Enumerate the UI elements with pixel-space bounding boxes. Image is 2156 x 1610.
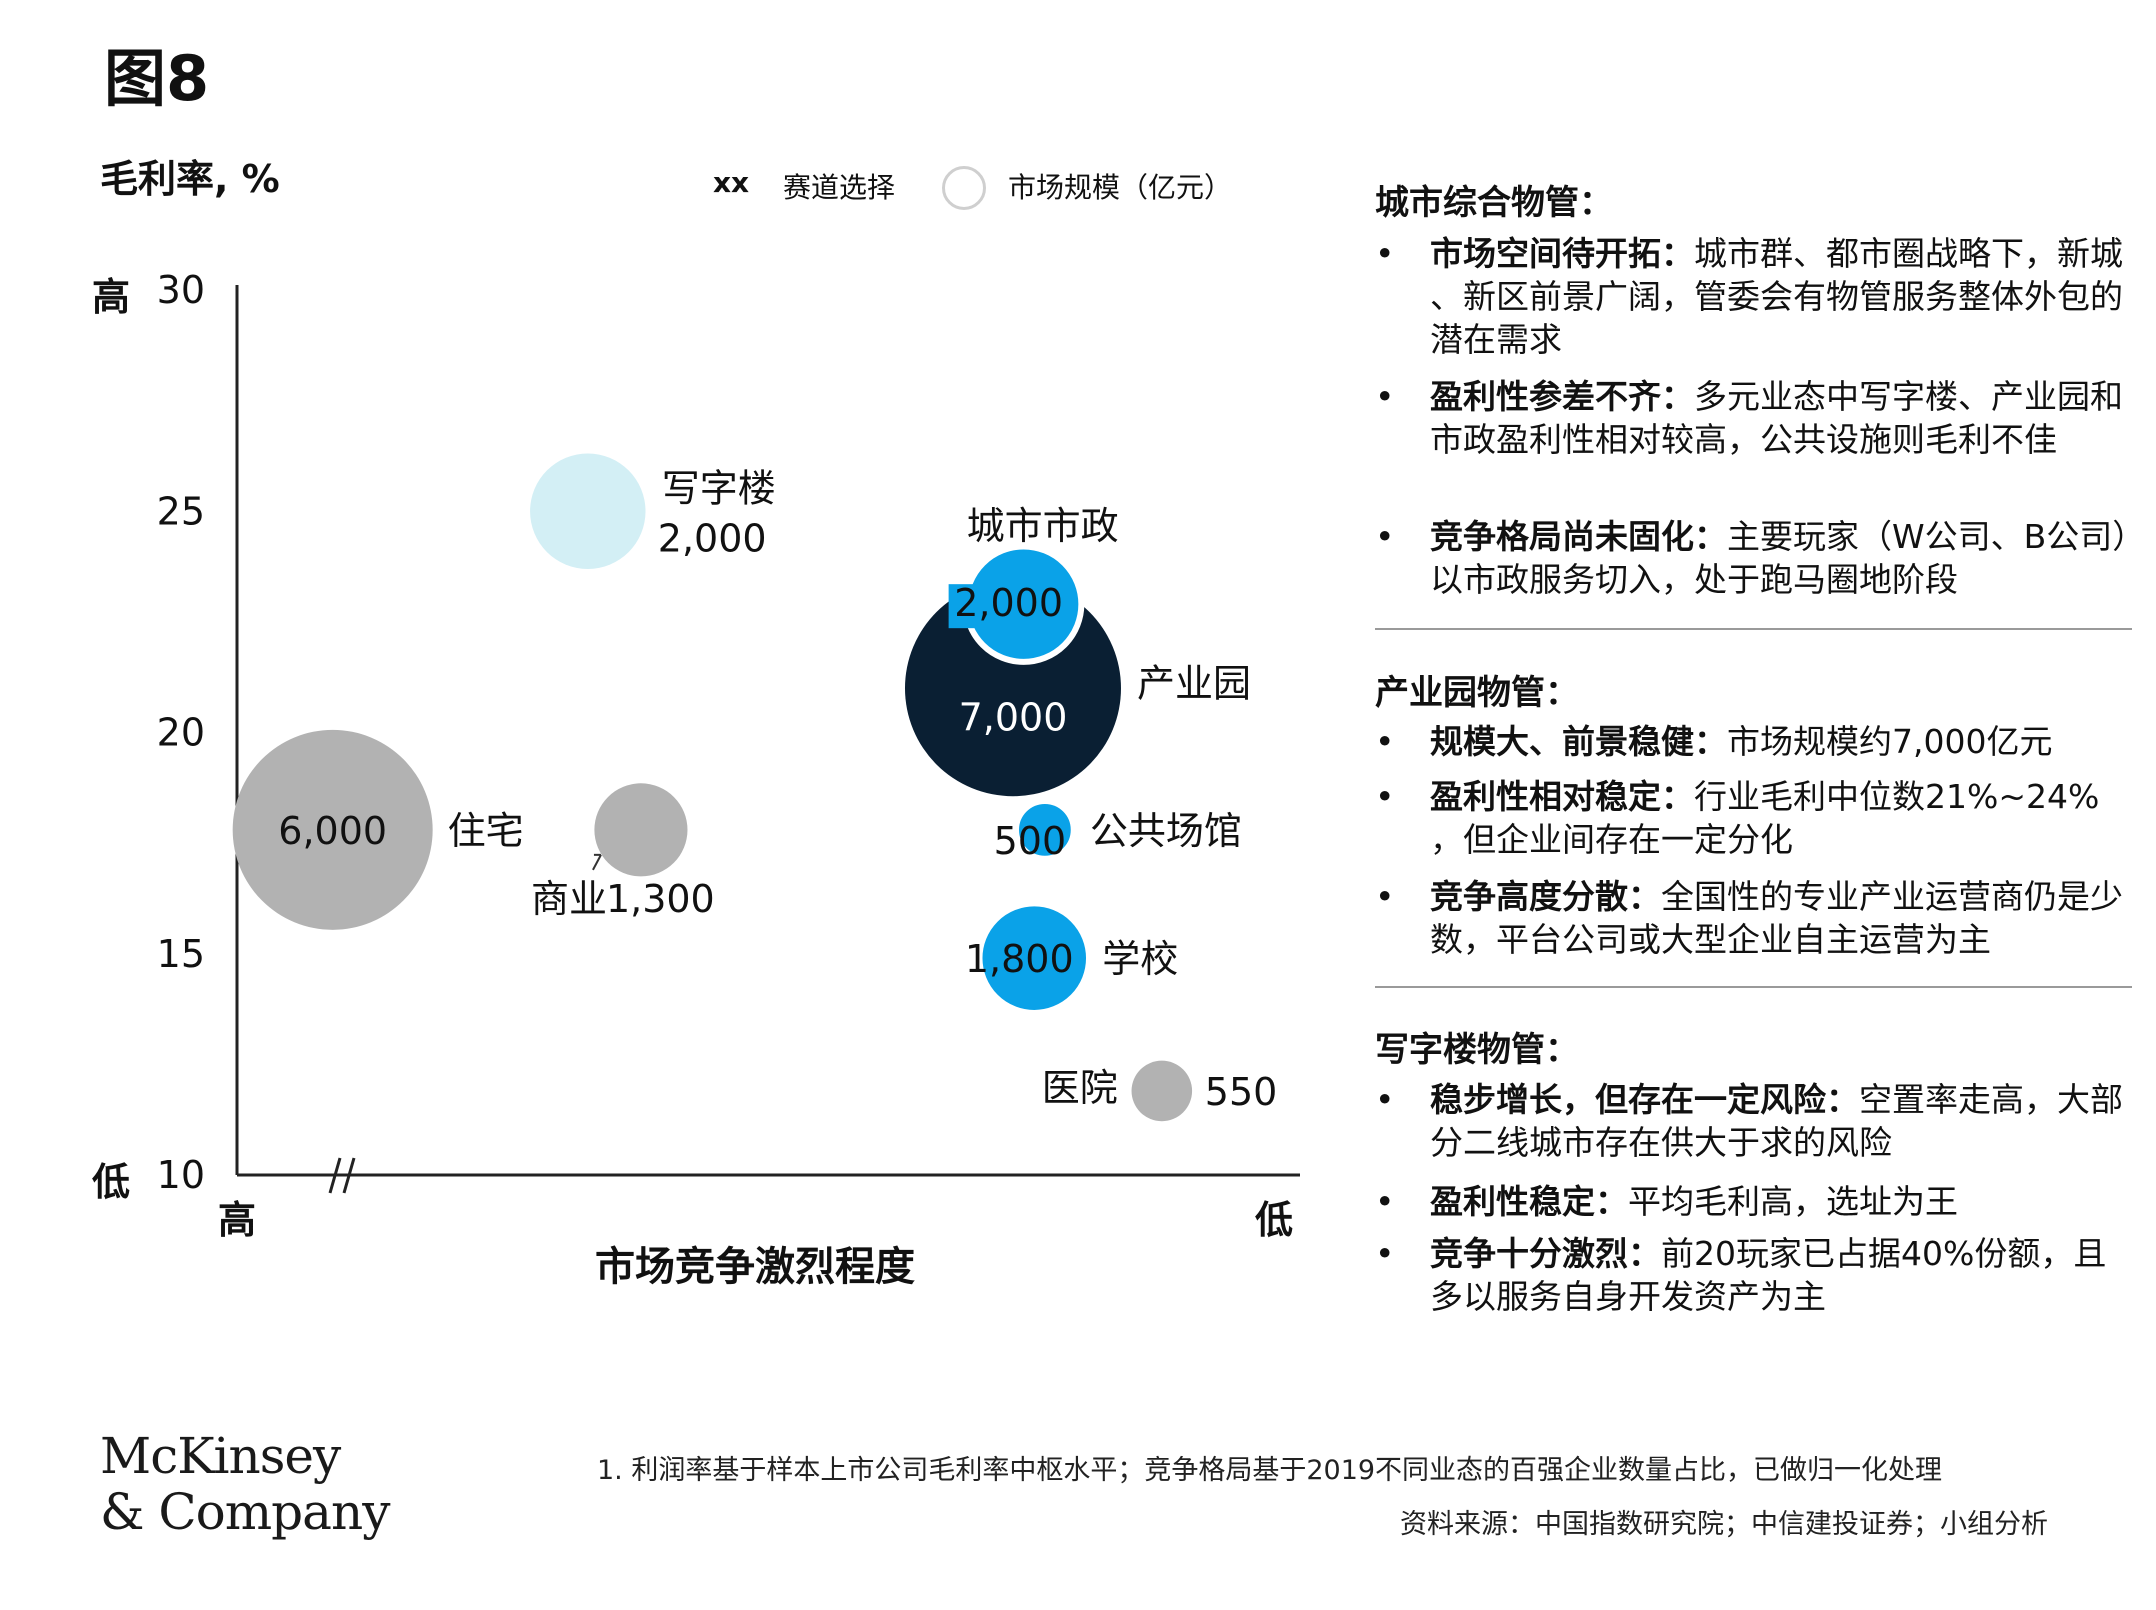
section-divider [1375, 986, 2132, 988]
bubble-住宅 [232, 729, 433, 930]
bullet-body: 行业毛利中位数21%~24%，但企业间存在一定分化 [1430, 777, 2100, 859]
bullet-lead: 盈利性稳定： [1430, 1182, 1628, 1221]
footnote: 1. 利润率基于样本上市公司毛利率中枢水平；竞争格局基于2019不同业态的百强企… [597, 1455, 1943, 1486]
y-tick-label: 15 [157, 932, 205, 976]
legend-size-circle-icon [942, 166, 986, 210]
y-tick-label: 10 [157, 1153, 205, 1197]
y-tick-label: 30 [157, 268, 205, 312]
bullet-dot-icon: • [1375, 1182, 1395, 1221]
y-axis-title: 毛利率, % [100, 157, 280, 201]
bubble-写字楼 [530, 453, 646, 569]
axis-break-mark [342, 1157, 356, 1194]
bullet-body: 空置率走高，大部分二线城市存在供大于求的风险 [1430, 1080, 2123, 1162]
bubble-学校 [976, 900, 1093, 1016]
bubble-value-label: 500 [994, 819, 1067, 863]
bullet-dot-icon: • [1375, 234, 1395, 273]
legend-track-label: 赛道选择 [783, 171, 896, 204]
x-high-label: 高 [218, 1198, 256, 1242]
bubble-value-label: 2,000 [658, 516, 767, 560]
bullet-text: 竞争格局尚未固化：主要玩家（W公司、B公司）以市政服务切入，处于跑马圈地阶段 [1430, 515, 2130, 601]
bullet-text: 市场空间待开拓：城市群、都市圈战略下，新城、新区前景广阔，管委会有物管服务整体外… [1430, 232, 2130, 361]
bubble-value-label: 6,000 [278, 809, 387, 853]
section-divider [1375, 628, 2132, 630]
bubble-商业 [594, 783, 688, 877]
section-title: 产业园物管： [1375, 673, 1579, 713]
bullet-dot-icon: • [1375, 777, 1395, 816]
y-tick-label: 20 [157, 711, 205, 755]
bullet-dot-icon: • [1375, 377, 1395, 416]
bullet-dot-icon: • [1375, 1080, 1395, 1119]
bubble-name-label: 商业 [531, 877, 607, 921]
x-axis-title: 市场竞争激烈程度 [595, 1244, 915, 1290]
bullet-text: 竞争高度分散：全国性的专业产业运营商仍是少数，平台公司或大型企业自主运营为主 [1430, 875, 2130, 961]
bullet-lead: 稳步增长，但存在一定风险： [1430, 1080, 1859, 1119]
bubble-公共场馆 [1013, 797, 1077, 862]
bullet-lead: 竞争格局尚未固化： [1430, 517, 1727, 556]
bubble-name-label: 医院 [1042, 1066, 1118, 1110]
value-label-box [948, 584, 1069, 629]
bubble-name-label: 写字楼 [662, 466, 776, 510]
bullet-text: 盈利性参差不齐：多元业态中写字楼、产业园和市政盈利性相对较高，公共设施则毛利不佳 [1430, 375, 2130, 461]
bullet-text: 规模大、前景稳健：市场规模约7,000亿元 [1430, 720, 2130, 763]
bubble-name-label: 学校 [1102, 937, 1178, 981]
bullet-text: 稳步增长，但存在一定风险：空置率走高，大部分二线城市存在供大于求的风险 [1430, 1078, 2130, 1164]
mckinsey-logo: McKinsey & Company [100, 1427, 390, 1541]
figure-title: 图8 [104, 42, 210, 115]
bubble-value-label: 7,000 [959, 695, 1068, 739]
bubble-value-label: 2,000 [954, 581, 1063, 625]
bullet-body: 多元业态中写字楼、产业园和市政盈利性相对较高，公共设施则毛利不佳 [1430, 377, 2123, 459]
bullet-lead: 竞争高度分散： [1430, 877, 1661, 916]
bubble-name-label: 公共场馆 [1090, 809, 1242, 853]
bullet-dot-icon: • [1375, 517, 1395, 556]
bullet-lead: 规模大、前景稳健： [1430, 722, 1727, 761]
leader-line [592, 854, 602, 871]
bullet-dot-icon: • [1375, 877, 1395, 916]
source-note: 资料来源：中国指数研究院；中信建投证券；小组分析 [1400, 1509, 2048, 1540]
bullet-body: 城市群、都市圈战略下，新城、新区前景广阔，管委会有物管服务整体外包的潜在需求 [1430, 234, 2123, 359]
bubble-value-label: 1,300 [606, 877, 715, 921]
bullet-body: 前20玩家已占据40%份额，且多以服务自身开发资产为主 [1430, 1234, 2107, 1316]
bullet-body: 市场规模约7,000亿元 [1727, 722, 2053, 761]
section-title: 写字楼物管： [1375, 1030, 1579, 1070]
bullet-text: 竞争十分激烈：前20玩家已占据40%份额，且多以服务自身开发资产为主 [1430, 1232, 2130, 1318]
logo-line-2: & Company [100, 1483, 390, 1541]
legend-track-marker: xx [713, 166, 750, 199]
bubble-name-label: 产业园 [1137, 661, 1251, 705]
y-high-label: 高 [92, 275, 130, 319]
bubble-chart: 3025201510高低高低市场竞争激烈程度2,000写字楼2,000城市市政7… [92, 268, 1300, 1290]
y-low-label: 低 [92, 1160, 130, 1204]
axis-break-mark [328, 1157, 342, 1194]
bullet-lead: 市场空间待开拓： [1430, 234, 1694, 273]
y-tick-label: 25 [157, 489, 205, 533]
logo-line-1: McKinsey [100, 1427, 341, 1485]
bullet-text: 盈利性相对稳定：行业毛利中位数21%~24%，但企业间存在一定分化 [1430, 775, 2130, 861]
bubble-name-label: 住宅 [448, 809, 524, 853]
bullet-body: 主要玩家（W公司、B公司）以市政服务切入，处于跑马圈地阶段 [1430, 517, 2129, 599]
legend-size-label: 市场规模（亿元） [1008, 171, 1233, 204]
bullet-lead: 盈利性相对稳定： [1430, 777, 1694, 816]
bubble-value-label: 550 [1205, 1070, 1278, 1114]
x-low-label: 低 [1255, 1198, 1293, 1242]
bullet-text: 盈利性稳定：平均毛利高，选址为王 [1430, 1180, 2130, 1223]
bullet-body: 平均毛利高，选址为王 [1628, 1182, 1958, 1221]
bubble-医院 [1131, 1060, 1193, 1122]
bullet-dot-icon: • [1375, 722, 1395, 761]
bullet-dot-icon: • [1375, 1234, 1395, 1273]
bubble-name-label: 城市市政 [967, 504, 1119, 548]
bullet-body: 全国性的专业产业运营商仍是少数，平台公司或大型企业自主运营为主 [1430, 877, 2123, 959]
section-title: 城市综合物管： [1375, 183, 1613, 223]
bullet-lead: 竞争十分激烈： [1430, 1234, 1661, 1273]
bubble-value-label: 1,800 [965, 937, 1074, 981]
bullet-lead: 盈利性参差不齐： [1430, 377, 1694, 416]
